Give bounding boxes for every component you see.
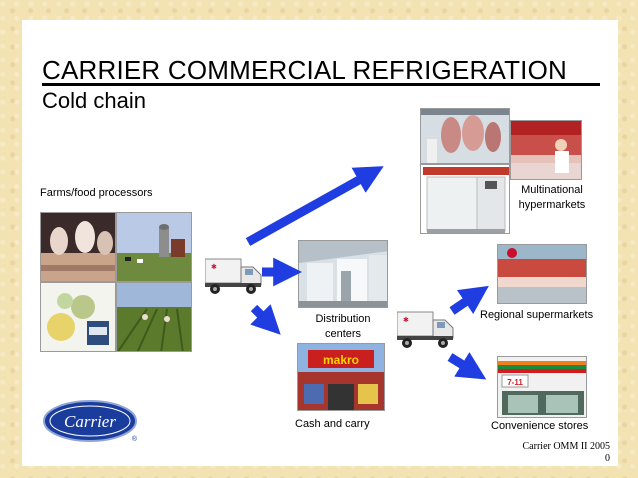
meat-processing-photo xyxy=(420,108,510,164)
footer-page-number: 0 xyxy=(605,453,610,464)
multinational-label-line1: Multinational xyxy=(521,184,583,196)
cash-and-carry-store-photo: makro xyxy=(297,343,385,411)
carrier-logo: Carrier ® xyxy=(42,399,142,450)
delivery-truck-icon: ✱ xyxy=(204,257,263,300)
food-processing-photo xyxy=(40,212,116,282)
farms-label: Farms/food processors xyxy=(40,187,153,199)
supermarket-counter-photo xyxy=(497,244,587,304)
arrow-to-hypermarkets xyxy=(245,166,384,246)
svg-text:✱: ✱ xyxy=(403,316,409,324)
carrier-logo-registered: ® xyxy=(132,435,138,443)
meat-counter-photo xyxy=(510,120,582,180)
cold-room-photo xyxy=(420,164,510,234)
crop-field-photo xyxy=(116,282,192,352)
arrow-to-regional-supermarkets xyxy=(449,285,489,315)
convenience-stores-label: Convenience stores xyxy=(491,420,589,432)
title-underline xyxy=(42,83,600,86)
svg-text:✱: ✱ xyxy=(211,263,217,271)
distribution-label-line1: Distribution xyxy=(315,313,371,325)
slide-title: CARRIER COMMERCIAL REFRIGERATION xyxy=(42,55,567,85)
convenience-sign-text: 7-11 xyxy=(507,378,523,387)
multinational-label: Multinational hypermarkets xyxy=(510,183,594,213)
arrow-to-cash-and-carry xyxy=(250,304,281,335)
footer-line1: Carrier OMM II 2005 xyxy=(522,441,610,452)
carrier-logo-text: Carrier xyxy=(64,412,116,431)
cash-and-carry-label: Cash and carry xyxy=(295,418,370,430)
makro-sign-text: makro xyxy=(323,353,359,367)
delivery-truck-2-icon: ✱ xyxy=(396,310,455,355)
arrow-to-convenience-stores xyxy=(447,352,487,380)
farm-silo-photo xyxy=(116,212,192,282)
slide-subtitle: Cold chain xyxy=(42,88,146,113)
multinational-label-line2: hypermarkets xyxy=(518,199,586,211)
footer: Carrier OMM II 2005 0 xyxy=(523,441,610,465)
cheese-products-photo xyxy=(40,282,116,352)
distribution-center-photo xyxy=(298,240,388,308)
distribution-label-line2: centers xyxy=(324,328,362,340)
slide: CARRIER COMMERCIAL REFRIGERATION Cold ch… xyxy=(22,20,618,466)
distribution-label: Distribution centers xyxy=(298,312,388,342)
regional-supermarkets-label: Regional supermarkets xyxy=(480,309,594,321)
convenience-store-photo: 7-11 xyxy=(497,356,587,418)
